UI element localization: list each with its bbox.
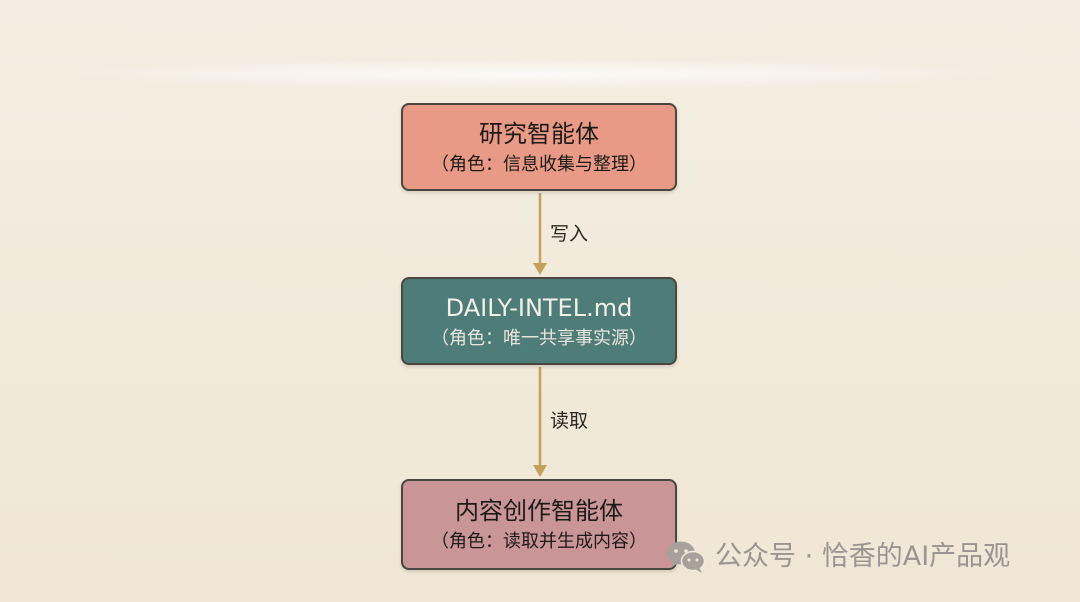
watermark: 公众号 · 恰香的AI产品观	[665, 537, 1010, 577]
node-daily-intel-file-title: DAILY-INTEL.md	[445, 294, 633, 322]
node-content-agent-title: 内容创作智能体	[455, 497, 623, 525]
paper-texture	[70, 60, 1000, 88]
edge-write-label: 写入	[550, 223, 589, 245]
edge-write	[533, 193, 547, 275]
node-research-agent-title: 研究智能体	[479, 120, 599, 148]
node-daily-intel-file: DAILY-INTEL.md （角色：唯一共享事实源）	[401, 277, 677, 365]
node-daily-intel-file-role: （角色：唯一共享事实源）	[431, 328, 647, 349]
edge-write-arrowhead	[533, 263, 547, 275]
edge-read	[533, 367, 547, 477]
edge-read-label: 读取	[550, 410, 589, 432]
node-research-agent: 研究智能体 （角色：信息收集与整理）	[401, 103, 677, 191]
node-content-agent-role: （角色：读取并生成内容）	[431, 531, 647, 552]
watermark-text: 公众号 · 恰香的AI产品观	[715, 541, 1011, 572]
edge-read-arrowhead	[533, 465, 547, 477]
node-research-agent-role: （角色：信息收集与整理）	[431, 154, 647, 175]
wechat-icon	[667, 541, 706, 573]
node-content-agent: 内容创作智能体 （角色：读取并生成内容）	[401, 479, 677, 570]
